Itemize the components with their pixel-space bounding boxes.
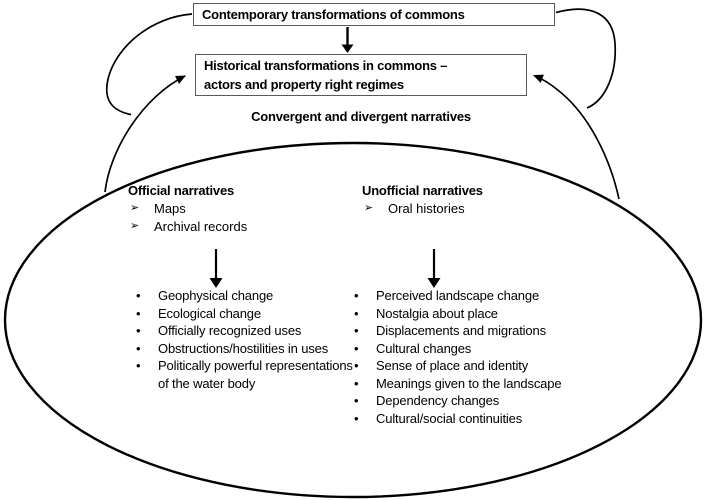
finding-label: Perceived landscape change bbox=[376, 288, 540, 303]
list-item: • Sense of place and identity bbox=[348, 357, 600, 375]
source-item: ➢ Maps bbox=[128, 200, 247, 218]
unofficial-down-arrowhead bbox=[427, 278, 441, 288]
finding-label: Meanings given to the landscape bbox=[376, 375, 562, 391]
right-feedback-arrow bbox=[533, 74, 620, 200]
unofficial-sources-list: ➢ Oral histories bbox=[362, 200, 465, 218]
left-loop-curve bbox=[105, 13, 193, 116]
unofficial-findings-list: • Perceived landscape change • Nostalgia… bbox=[348, 287, 600, 427]
list-item: • Displacements and migrations bbox=[348, 322, 600, 340]
dot-bullet-icon: • bbox=[136, 340, 141, 356]
finding-label: Dependency changes bbox=[376, 393, 500, 408]
finding-label: Cultural/social continuities bbox=[376, 410, 523, 426]
dot-bullet-icon: • bbox=[354, 323, 359, 338]
list-item: • Officially recognized uses bbox=[130, 322, 355, 340]
source-item: ➢ Oral histories bbox=[362, 200, 465, 218]
arrow-bullet-icon: ➢ bbox=[130, 202, 140, 214]
list-item: • Politically powerful representations o… bbox=[130, 357, 355, 392]
list-item: • Nostalgia about place bbox=[348, 305, 600, 323]
list-item: • Dependency changes bbox=[348, 392, 600, 410]
dot-bullet-icon: • bbox=[354, 340, 359, 356]
dot-bullet-icon: • bbox=[354, 288, 359, 303]
official-down-arrowhead bbox=[209, 278, 223, 288]
finding-label: Ecological change bbox=[158, 305, 261, 321]
source-item: ➢ Archival records bbox=[128, 218, 247, 236]
contemporary-box-label: Contemporary transformations of commons bbox=[202, 7, 465, 22]
finding-label: Officially recognized uses bbox=[158, 323, 302, 338]
official-narratives-heading: Official narratives bbox=[128, 183, 235, 198]
box-connector-arrowhead bbox=[341, 44, 354, 53]
official-sources-list: ➢ Maps ➢ Archival records bbox=[128, 200, 247, 235]
finding-label: Geophysical change bbox=[158, 288, 274, 303]
source-label: Archival records bbox=[154, 218, 248, 234]
source-label: Oral histories bbox=[388, 201, 465, 216]
dot-bullet-icon: • bbox=[354, 305, 359, 321]
arrow-bullet-icon: ➢ bbox=[364, 202, 374, 214]
finding-label: Politically powerful representations of … bbox=[158, 358, 353, 391]
finding-label: Displacements and migrations bbox=[376, 323, 546, 338]
list-item: • Cultural/social continuities bbox=[348, 410, 600, 428]
historical-box-line2: actors and property right regimes bbox=[204, 77, 404, 92]
contemporary-box: Contemporary transformations of commons bbox=[193, 3, 555, 26]
narratives-subtitle: Convergent and divergent narratives bbox=[251, 109, 471, 124]
list-item: • Geophysical change bbox=[130, 287, 355, 305]
unofficial-narratives-heading: Unofficial narratives bbox=[362, 183, 483, 198]
finding-label: Obstructions/hostilities in uses bbox=[158, 340, 329, 356]
dot-bullet-icon: • bbox=[354, 375, 359, 391]
historical-box-line1: Historical transformations in commons – bbox=[204, 58, 448, 73]
right-loop-curve bbox=[555, 8, 617, 109]
finding-label: Sense of place and identity bbox=[376, 358, 529, 373]
left-feedback-arrow bbox=[104, 75, 186, 193]
historical-box: Historical transformations in commons – … bbox=[195, 54, 527, 96]
source-label: Maps bbox=[154, 201, 186, 216]
arrow-bullet-icon: ➢ bbox=[130, 219, 140, 232]
dot-bullet-icon: • bbox=[354, 358, 359, 373]
dot-bullet-icon: • bbox=[136, 288, 141, 303]
dot-bullet-icon: • bbox=[136, 323, 141, 338]
narratives-ellipse bbox=[3, 141, 703, 499]
dot-bullet-icon: • bbox=[354, 393, 359, 408]
list-item: • Perceived landscape change bbox=[348, 287, 600, 305]
finding-label: Nostalgia about place bbox=[376, 305, 498, 321]
list-item: • Ecological change bbox=[130, 305, 355, 323]
official-findings-list: • Geophysical change • Ecological change… bbox=[130, 287, 355, 392]
dot-bullet-icon: • bbox=[354, 410, 359, 426]
dot-bullet-icon: • bbox=[136, 358, 141, 373]
list-item: • Meanings given to the landscape bbox=[348, 375, 600, 393]
dot-bullet-icon: • bbox=[136, 305, 141, 321]
finding-label: Cultural changes bbox=[376, 340, 472, 356]
list-item: • Cultural changes bbox=[348, 340, 600, 358]
list-item: • Obstructions/hostilities in uses bbox=[130, 340, 355, 358]
